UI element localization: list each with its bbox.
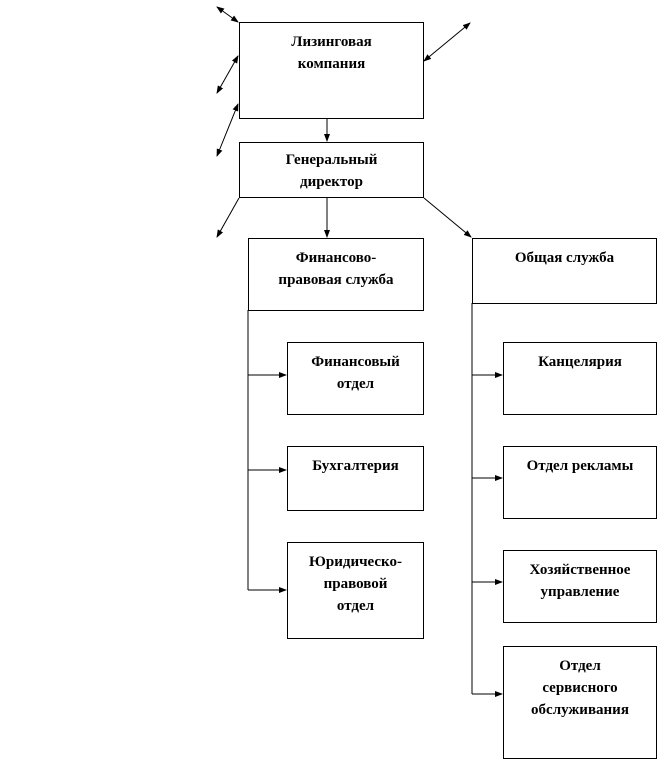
node-office: Канцелярия bbox=[503, 342, 657, 415]
node-finance-legal-service: Финансово- правовая служба bbox=[248, 238, 424, 311]
ext-arrow bbox=[216, 103, 239, 157]
ext-arrow bbox=[216, 6, 239, 23]
node-general-service: Общая служба bbox=[472, 238, 657, 304]
node-accounting: Бухгалтерия bbox=[287, 446, 424, 511]
ext-arrow bbox=[423, 22, 471, 62]
node-leasing-company: Лизинговая компания bbox=[239, 22, 424, 119]
arrow bbox=[423, 197, 472, 238]
ext-arrow bbox=[216, 55, 239, 94]
node-finance-dept: Финансовый отдел bbox=[287, 342, 424, 415]
node-legal-dept: Юридическо- правовой отдел bbox=[287, 542, 424, 639]
node-service: Отдел сервисного обслуживания bbox=[503, 646, 657, 759]
node-general-director: Генеральный директор bbox=[239, 142, 424, 198]
node-advertising: Отдел рекламы bbox=[503, 446, 657, 519]
node-household: Хозяйственное управление bbox=[503, 550, 657, 623]
ext-arrow bbox=[216, 197, 240, 238]
